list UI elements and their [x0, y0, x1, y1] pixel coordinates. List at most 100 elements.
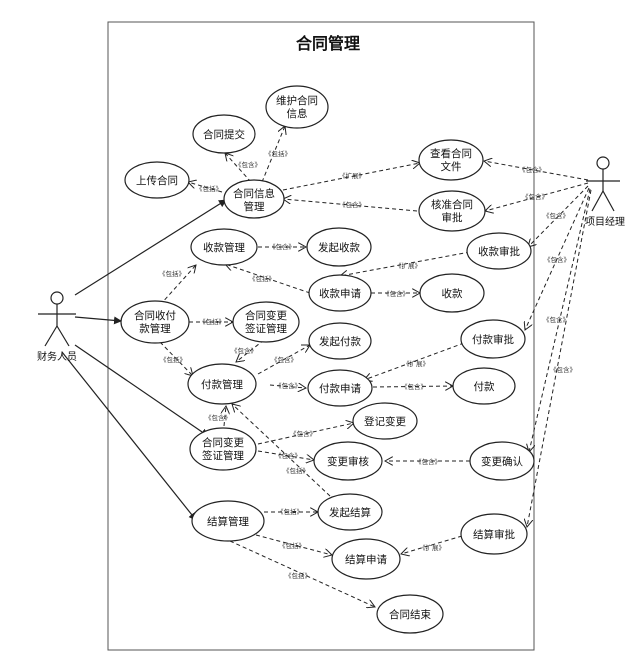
svg-text:付款管理: 付款管理	[201, 378, 243, 391]
label-pm-confirm: 《包含》	[543, 315, 569, 324]
usecase-change-confirm[interactable]: 变更确认	[469, 441, 535, 481]
usecase-initiate-collect[interactable]: 发起收款	[306, 227, 372, 267]
assoc-finance-paymgmt	[74, 316, 122, 325]
svg-text:结算审批: 结算审批	[473, 528, 515, 541]
label-settleapprove: 《扩展》	[419, 543, 445, 552]
svg-text:发起付款: 发起付款	[319, 335, 361, 348]
usecase-settle-approve[interactable]: 结算审批	[460, 513, 528, 555]
label-pm-collectapprove: 《包含》	[543, 211, 569, 220]
dep-change2-payment	[224, 406, 226, 427]
label-paymgmt-collect: 《包括》	[159, 269, 185, 278]
dep-payment-apply	[269, 385, 306, 388]
label-initsettle: 《包括》	[283, 466, 309, 475]
label-view: 《扩展》	[339, 171, 365, 180]
actor-head-icon	[596, 156, 610, 170]
usecase-payment-mgmt[interactable]: 付款管理	[187, 363, 257, 405]
svg-text:管理: 管理	[244, 200, 265, 213]
dep-change1-payment	[236, 339, 265, 362]
usecase-collect-apply[interactable]: 收款申请	[308, 274, 372, 312]
actor-pm-label: 项目经理	[585, 215, 625, 228]
dep-pm-payapprove	[525, 187, 590, 330]
usecase-payment-apply[interactable]: 付款申请	[307, 369, 373, 407]
dep-collectapprove-apply	[340, 251, 471, 276]
usecase-change-review[interactable]: 变更审核	[313, 441, 383, 481]
svg-text:变更审核: 变更审核	[327, 455, 369, 468]
dependencies: 《包含》 《包括》 《包括》 《扩展》 《包含》 《包括》 《包括》 《包括》 …	[159, 126, 592, 607]
usecase-pay[interactable]: 付款	[452, 367, 516, 405]
dep-collectapply-collectmgmt	[225, 264, 311, 294]
label-pm-view: 《包含》	[519, 165, 545, 174]
svg-text:审批: 审批	[442, 211, 463, 224]
dep-payapprove-apply	[364, 342, 465, 380]
usecase-change-visa-mgmt-1[interactable]: 合同变更 签证管理	[232, 301, 300, 343]
svg-text:合同信息: 合同信息	[233, 187, 275, 200]
dep-settle-apply	[255, 534, 332, 555]
usecase-info-mgmt[interactable]: 合同信息 管理	[223, 179, 285, 219]
usecase-contract-end[interactable]: 合同结束	[376, 594, 444, 634]
usecase-settle-mgmt[interactable]: 结算管理	[191, 500, 265, 542]
usecase-submit-contract[interactable]: 合同提交	[192, 114, 256, 154]
actor-project-manager[interactable]: 项目经理	[585, 156, 625, 228]
dep-pm-approve	[485, 182, 589, 211]
svg-text:结算申请: 结算申请	[345, 553, 387, 566]
usecase-payment-collection-mgmt[interactable]: 合同收付 款管理	[120, 300, 190, 344]
label-change2-payment: 《包含》	[205, 413, 231, 422]
svg-text:付款: 付款	[474, 380, 495, 393]
dep-pm-view	[484, 161, 589, 181]
svg-text:合同变更: 合同变更	[202, 436, 244, 449]
label-pm-approve: 《包含》	[522, 192, 548, 201]
label-payment-apply: 《包含》	[275, 381, 301, 390]
svg-text:维护合同: 维护合同	[276, 94, 318, 107]
label-pay: 《包含》	[401, 382, 427, 391]
svg-text:变更确认: 变更确认	[481, 455, 523, 468]
dep-initsettle-payment	[232, 404, 331, 497]
svg-text:信息: 信息	[287, 107, 308, 120]
label-collectapply: 《包括》	[249, 274, 275, 283]
svg-text:收款: 收款	[442, 287, 463, 300]
label-pm-settleapprove: 《包含》	[550, 365, 576, 374]
usecase-settle-apply[interactable]: 结算申请	[331, 538, 401, 580]
usecase-collect-mgmt[interactable]: 收款管理	[190, 228, 258, 266]
label-paymgmt-payment: 《包括》	[160, 355, 186, 364]
assoc-finance-change	[74, 344, 209, 437]
usecase-collect[interactable]: 收款	[419, 273, 485, 313]
dep-settleapprove-apply	[401, 535, 463, 554]
associations	[61, 199, 227, 521]
svg-text:上传合同: 上传合同	[136, 174, 178, 187]
usecase-approve-contract[interactable]: 核准合同 审批	[418, 190, 486, 232]
label-info-upload: 《包括》	[196, 184, 222, 193]
dep-settle-end	[229, 540, 375, 607]
usecase-view-file[interactable]: 查看合同 文件	[418, 139, 484, 181]
label-info-maintain: 《包括》	[265, 149, 291, 158]
svg-text:收款申请: 收款申请	[319, 287, 361, 300]
label-pm-payapprove: 《包含》	[544, 255, 570, 264]
svg-text:收款管理: 收款管理	[203, 241, 245, 254]
actor-head-icon	[50, 291, 64, 305]
svg-text:合同结束: 合同结束	[389, 608, 431, 621]
svg-text:合同收付: 合同收付	[134, 309, 176, 322]
svg-text:款管理: 款管理	[139, 322, 171, 335]
assoc-finance-info	[74, 199, 227, 296]
label-settle-initiate: 《包括》	[277, 507, 303, 516]
dep-paymgmt-payment	[159, 341, 193, 376]
use-cases: 上传合同 合同提交 维护合同 信息 合同信息 管理 查看合同 文件 核准合同 审…	[120, 85, 535, 634]
usecase-maintain-info[interactable]: 维护合同 信息	[265, 85, 329, 129]
usecase-initiate-payment[interactable]: 发起付款	[308, 322, 372, 360]
svg-text:付款审批: 付款审批	[472, 333, 514, 346]
usecase-register-change[interactable]: 登记变更	[352, 402, 418, 440]
dep-pm-settleapprove	[527, 189, 592, 527]
svg-text:合同提交: 合同提交	[203, 128, 245, 141]
label-register: 《包含》	[290, 429, 316, 438]
usecase-payment-approve[interactable]: 付款审批	[460, 319, 526, 359]
usecase-collect-approve[interactable]: 收款审批	[466, 232, 532, 270]
svg-text:核准合同: 核准合同	[431, 198, 473, 211]
dep-paymgmt-collectmgmt	[159, 265, 196, 306]
label-approve: 《包含》	[339, 200, 365, 209]
actor-finance[interactable]: 财务人员	[37, 291, 77, 363]
usecase-change-visa-mgmt-2[interactable]: 合同变更 签证管理	[189, 427, 257, 471]
usecase-initiate-settle[interactable]: 发起结算	[317, 493, 383, 531]
svg-text:文件: 文件	[441, 160, 462, 173]
svg-text:付款申请: 付款申请	[319, 382, 361, 395]
usecase-upload-contract[interactable]: 上传合同	[124, 161, 190, 199]
